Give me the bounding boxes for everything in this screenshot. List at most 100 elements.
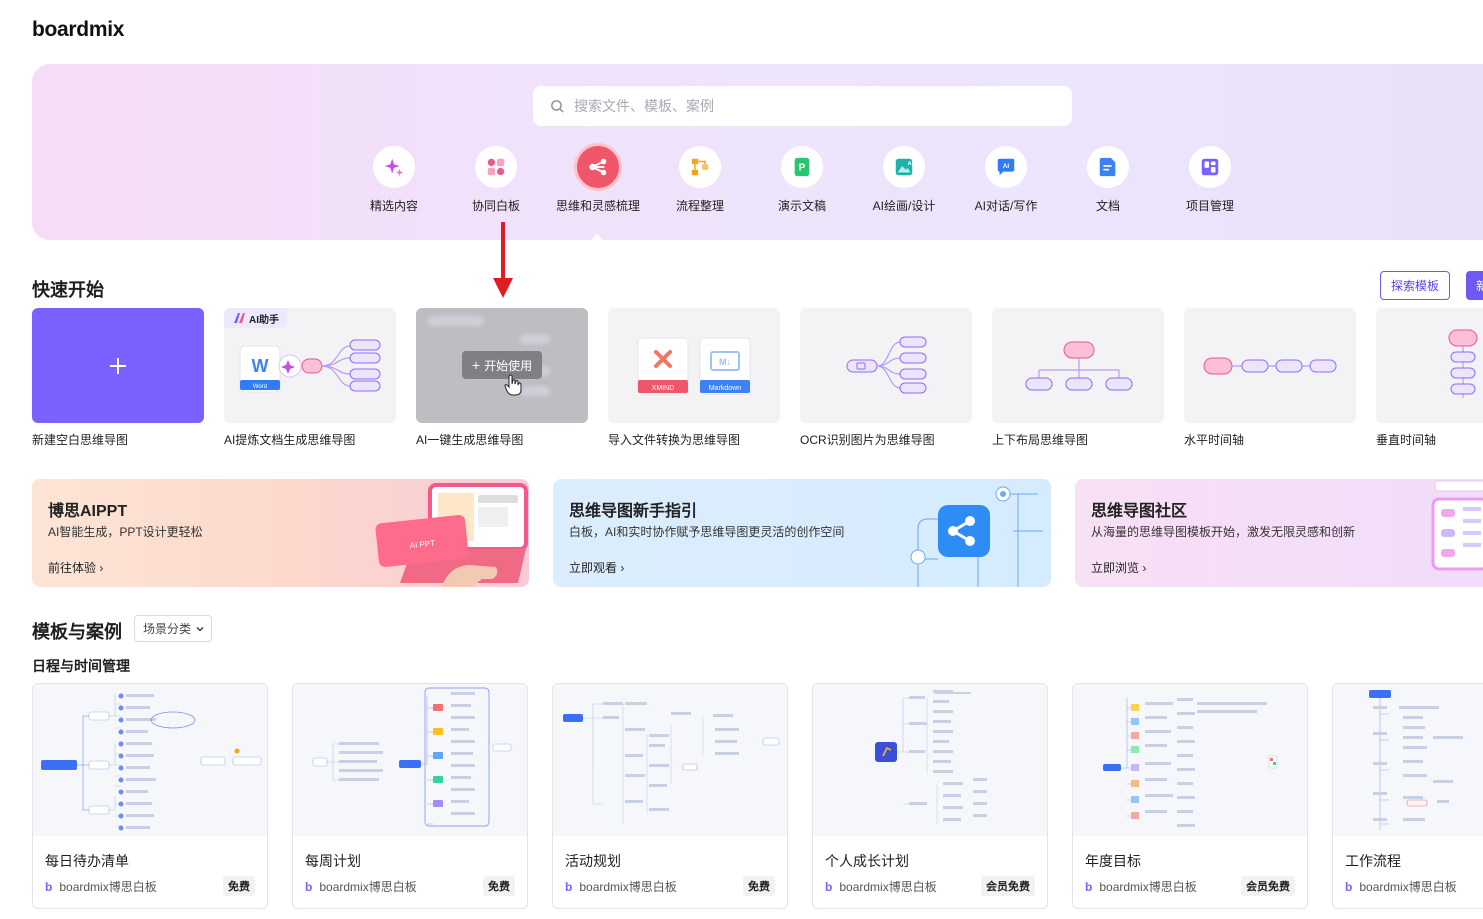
chevron-down-icon	[196, 626, 204, 631]
hand-cursor-icon	[504, 374, 522, 396]
word-to-mindmap-illustration: W Word	[239, 339, 381, 393]
ai-generate-mindmap-card[interactable]: + 开始使用	[416, 308, 588, 423]
vertical-timeline-card[interactable]	[1376, 308, 1483, 423]
svg-text:XMIND: XMIND	[652, 385, 675, 392]
mindmap-preview	[41, 693, 262, 831]
svg-text:Word: Word	[253, 384, 267, 390]
svg-text:AI: AI	[1003, 163, 1010, 170]
section-title: 日程与时间管理	[32, 658, 130, 674]
quick-label: 水平时间轴	[1184, 433, 1245, 447]
chevron-right-icon: ›	[620, 561, 625, 575]
boardmix-b-icon: b	[825, 879, 833, 894]
flowchart-icon	[679, 146, 721, 188]
quick-label: AI一键生成思维导图	[416, 433, 524, 447]
ai-chat-icon: AI	[985, 146, 1027, 188]
search-bar[interactable]	[533, 86, 1072, 126]
scene-filter-dropdown[interactable]: 场景分类	[134, 615, 212, 642]
price-badge: 会员免费	[1241, 876, 1295, 896]
import-files-illustration: XMIND M↓ Markdown	[637, 337, 751, 395]
price-badge: 会员免费	[981, 876, 1035, 896]
mindmap-preview	[875, 690, 987, 824]
blurred-node	[520, 334, 550, 344]
quick-label: 垂直时间轴	[1376, 433, 1437, 447]
guide-illustration	[910, 486, 1043, 587]
ai-assistant-badge: AI助手	[224, 308, 287, 328]
active-category-pointer	[590, 234, 604, 241]
svg-text:AI: AI	[908, 161, 914, 167]
import-file-card[interactable]: XMIND M↓ Markdown	[608, 308, 780, 423]
template-preview	[553, 684, 787, 836]
banner-link[interactable]: 立即浏览 ›	[1091, 561, 1147, 575]
quick-label: 导入文件转换为思维导图	[608, 433, 741, 447]
ocr-mindmap-card[interactable]	[800, 308, 972, 423]
annotation-arrow-icon	[493, 222, 513, 298]
category-bar: 精选内容 协同白板 思维和灵感梳理 流程整理 P 演示文稿	[32, 143, 1483, 216]
category-flowchart[interactable]: 流程整理	[649, 146, 751, 214]
boardmix-b-icon: b	[1345, 879, 1353, 894]
price-badge: 免费	[223, 876, 255, 896]
vertical-timeline-illustration	[1448, 329, 1478, 398]
template-preview	[1333, 684, 1483, 836]
community-illustration	[1431, 480, 1483, 571]
category-document[interactable]: 文档	[1057, 146, 1159, 214]
quick-label: AI提炼文档生成思维导图	[224, 433, 356, 447]
category-mindmap[interactable]: 思维和灵感梳理	[547, 143, 649, 214]
price-badge: 免费	[483, 876, 515, 896]
start-using-button[interactable]: + 开始使用	[462, 351, 542, 379]
category-ai-chat[interactable]: AI AI对话/写作	[955, 146, 1057, 214]
boardmix-logo[interactable]: boardmix	[32, 18, 125, 41]
top-down-mindmap-card[interactable]	[992, 308, 1164, 423]
blurred-node	[520, 386, 550, 396]
search-icon	[551, 99, 564, 113]
mindmap-preview	[1369, 690, 1463, 830]
aippt-illustration: AI PPT	[375, 483, 528, 587]
category-presentation[interactable]: P 演示文稿	[751, 146, 853, 214]
ai-paint-icon: AI	[883, 146, 925, 188]
whiteboard-icon	[475, 146, 517, 188]
templates-title: 模板与案例	[32, 622, 122, 642]
template-preview	[33, 684, 267, 836]
sparkle-icon	[373, 146, 415, 188]
search-input[interactable]	[574, 98, 1054, 114]
banner-link[interactable]: 立即观看 ›	[569, 561, 625, 575]
horizontal-timeline-illustration	[1203, 357, 1337, 375]
category-project[interactable]: 项目管理	[1159, 146, 1261, 214]
quick-label: 新建空白思维导图	[32, 433, 129, 447]
boardmix-b-icon: b	[45, 879, 53, 894]
svg-text:P: P	[799, 163, 806, 174]
template-preview	[293, 684, 527, 836]
chevron-right-icon: ›	[99, 561, 104, 575]
mindmap-preview	[563, 702, 780, 824]
banner-aippt[interactable]: 博思AIPPT AI智能生成，PPT设计更轻松 前往体验 › AI PPT	[32, 479, 529, 587]
new-button[interactable]: 新	[1466, 271, 1483, 300]
ai-doc-mindmap-card[interactable]: AI助手 W Word	[224, 308, 396, 423]
category-whiteboard[interactable]: 协同白板	[445, 146, 547, 214]
boardmix-b-icon: b	[305, 879, 313, 894]
banner-guide[interactable]: 思维导图新手指引 白板，AI和实时协作赋予思维导图更灵活的创作空间 立即观看 ›	[553, 479, 1051, 587]
quick-label: 上下布局思维导图	[992, 433, 1089, 447]
boardmix-b-icon: b	[565, 879, 573, 894]
banner-link[interactable]: 前往体验 ›	[48, 561, 104, 575]
kanban-icon	[1189, 146, 1231, 188]
svg-text:W: W	[252, 356, 269, 376]
svg-text:M↓: M↓	[719, 357, 731, 367]
plus-icon	[110, 357, 126, 374]
banner-community[interactable]: 思维导图社区 从海量的思维导图模板开始，激发无限灵感和创新 立即浏览 ›	[1075, 479, 1483, 587]
template-preview	[813, 684, 1047, 836]
hero-panel: 精选内容 协同白板 思维和灵感梳理 流程整理 P 演示文稿	[32, 64, 1483, 241]
explore-templates-button[interactable]: 探索模板	[1380, 271, 1450, 300]
category-ai-paint[interactable]: AI AI绘画/设计	[853, 146, 955, 214]
mindmap-preview	[1103, 698, 1278, 827]
quick-label: OCR识别图片为思维导图	[800, 433, 935, 447]
svg-text:AI PPT: AI PPT	[409, 539, 435, 551]
horizontal-timeline-card[interactable]	[1184, 308, 1356, 423]
ocr-mindmap-illustration	[846, 336, 927, 394]
new-blank-mindmap-card[interactable]	[32, 308, 204, 423]
category-featured[interactable]: 精选内容	[343, 146, 445, 214]
